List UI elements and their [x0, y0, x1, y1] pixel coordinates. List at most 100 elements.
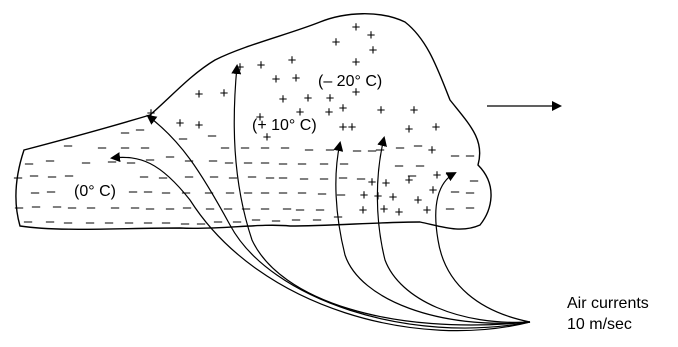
minus-symbol-85: – [206, 200, 215, 217]
minus-symbol-64: – [182, 184, 191, 201]
minus-symbol-22: – [82, 154, 91, 171]
minus-symbol-58: – [470, 172, 479, 189]
minus-symbol-2: – [136, 121, 145, 138]
label-warm-bottom: (0° C) [74, 183, 116, 200]
minus-symbol-15: – [353, 142, 362, 159]
minus-symbol-30: – [244, 154, 253, 171]
plus-symbol-28: + [348, 119, 357, 136]
minus-symbol-16: – [368, 142, 377, 159]
minus-symbol-6: – [141, 139, 150, 156]
plus-symbol-22: + [339, 100, 348, 117]
minus-symbol-37: – [416, 157, 425, 174]
minus-symbol-109: – [313, 211, 322, 228]
plus-symbol-27: + [410, 102, 419, 119]
minus-symbol-90: – [296, 201, 305, 218]
plus-symbol-32: + [368, 174, 377, 191]
plus-symbol-17: + [147, 105, 156, 122]
minus-symbol-24: – [127, 154, 136, 171]
minus-symbol-29: – [225, 154, 234, 171]
air-current-curve-6 [435, 172, 531, 323]
minus-symbol-102: – [181, 215, 190, 232]
minus-symbol-42: – [48, 168, 57, 185]
minus-symbol-21: – [46, 152, 55, 169]
plus-symbol-6: + [257, 57, 266, 74]
minus-symbol-62: – [144, 183, 153, 200]
minus-symbol-38: – [451, 147, 460, 164]
plus-symbol-34: + [405, 172, 414, 189]
minus-symbol-89: – [283, 200, 292, 217]
minus-symbol-59: – [31, 184, 40, 201]
minus-symbol-4: – [98, 139, 107, 156]
minus-symbol-34: – [320, 155, 329, 172]
minus-symbol-13: – [305, 141, 314, 158]
minus-symbol-72: – [337, 186, 346, 203]
minus-symbol-32: – [279, 155, 288, 172]
minus-symbol-12: – [281, 139, 290, 156]
plus-symbol-35: + [433, 167, 442, 184]
minus-symbol-36: – [395, 157, 404, 174]
minus-symbol-75: – [15, 199, 24, 216]
minus-symbol-92: – [446, 200, 455, 217]
minus-symbol-11: – [261, 139, 270, 156]
minus-symbol-28: – [209, 152, 218, 169]
minus-symbol-67: – [244, 184, 253, 201]
minus-symbol-74: – [466, 184, 475, 201]
plus-symbol-42: + [380, 201, 389, 218]
minus-symbol-1: – [121, 124, 130, 141]
plus-symbol-39: + [389, 189, 398, 206]
minus-symbol-47: – [210, 168, 219, 185]
minus-symbol-51: – [279, 169, 288, 186]
plus-symbol-14: + [304, 90, 313, 107]
minus-symbol-63: – [162, 184, 171, 201]
minus-symbol-103: – [197, 215, 206, 232]
plus-symbol-11: + [220, 85, 229, 102]
minus-symbol-50: – [266, 169, 275, 186]
plus-symbol-13: + [279, 91, 288, 108]
plus-symbol-19: + [195, 117, 204, 134]
minus-symbol-17: – [376, 141, 385, 158]
minus-symbol-43: – [65, 167, 74, 184]
minus-symbol-79: – [87, 199, 96, 216]
minus-symbol-78: – [68, 199, 77, 216]
minus-symbol-99: – [125, 214, 134, 231]
plus-symbol-40: + [414, 192, 423, 209]
minus-symbol-93: – [466, 199, 475, 216]
minus-symbol-60: – [47, 183, 56, 200]
minus-symbol-83: – [166, 200, 175, 217]
plus-symbol-15: + [326, 90, 335, 107]
air-current-curve-4 [333, 141, 531, 324]
minus-symbol-95: – [46, 213, 55, 230]
minus-symbol-110: – [334, 208, 343, 225]
plus-symbol-38: + [374, 188, 383, 205]
minus-symbol-94: – [24, 213, 33, 230]
minus-symbol-40: – [14, 169, 23, 186]
minus-symbol-39: – [466, 147, 475, 164]
plus-symbol-23: + [256, 109, 265, 126]
minus-symbol-35: – [340, 155, 349, 172]
plus-symbol-30: + [432, 119, 441, 136]
minus-symbol-5: – [121, 139, 130, 156]
minus-symbol-10: – [241, 139, 250, 156]
plus-symbol-10: + [352, 54, 361, 71]
minus-symbol-86: – [224, 200, 233, 217]
minus-symbol-52: – [300, 170, 309, 187]
plus-symbol-37: + [360, 187, 369, 204]
label-cold-top: (– 20° C) [318, 73, 382, 90]
label-mid: (+ 10° C) [252, 117, 317, 134]
minus-symbol-69: – [279, 184, 288, 201]
plus-symbol-9: + [292, 70, 301, 87]
plus-symbol-21: + [325, 104, 334, 121]
air-current-curve-2 [146, 114, 531, 329]
minus-symbol-20: – [25, 155, 34, 172]
minus-symbol-98: – [105, 214, 114, 231]
minus-symbol-3: – [64, 137, 73, 154]
minus-symbol-9: – [221, 139, 230, 156]
minus-symbol-97: – [86, 214, 95, 231]
air-current-curve-1 [110, 152, 531, 332]
plus-symbol-29: + [405, 121, 414, 138]
minus-symbol-91: – [316, 201, 325, 218]
minus-symbol-87: – [242, 200, 251, 217]
plus-symbol-41: + [359, 202, 368, 219]
